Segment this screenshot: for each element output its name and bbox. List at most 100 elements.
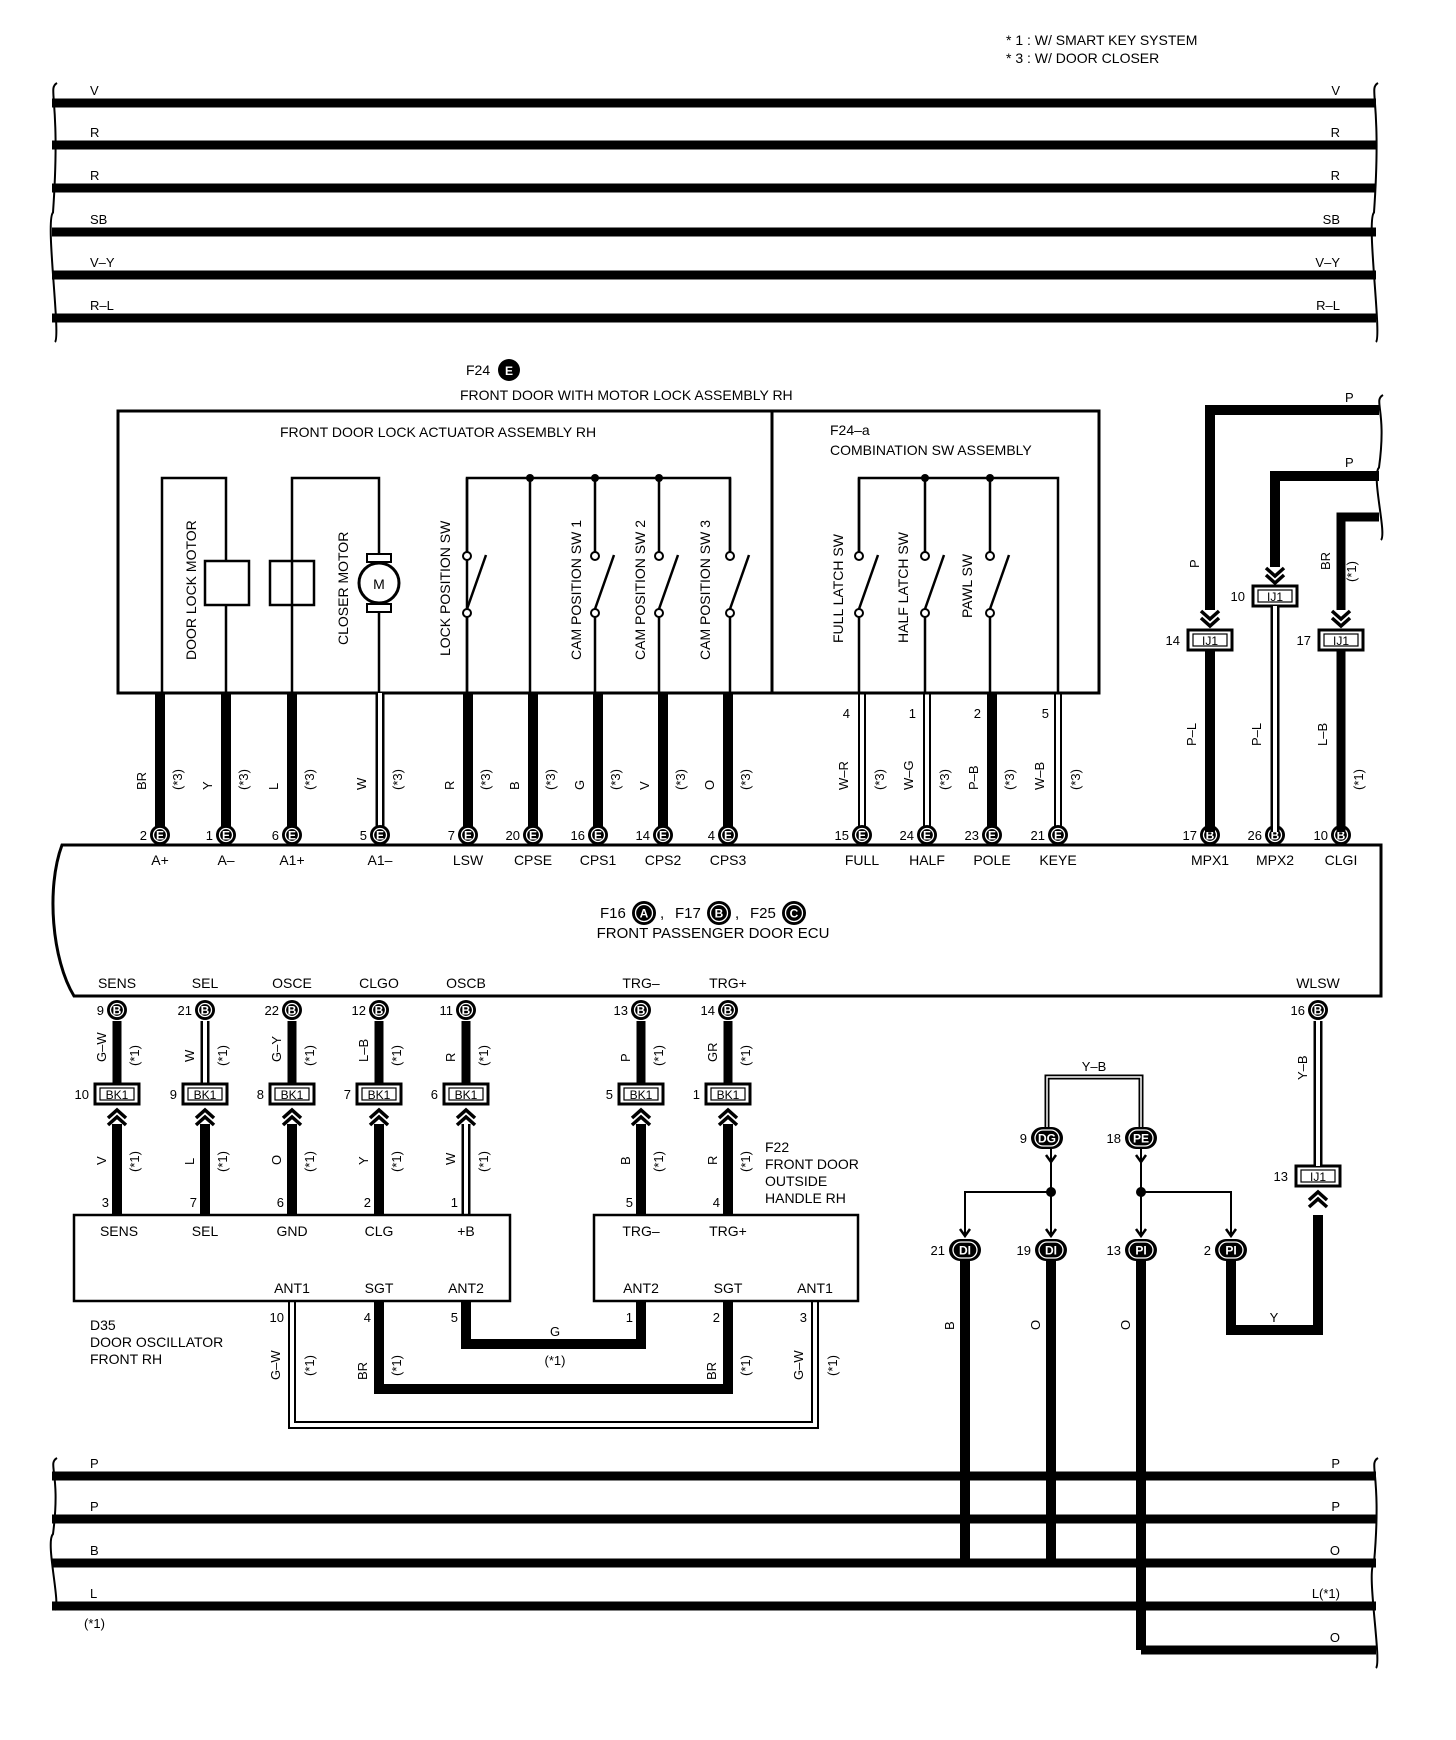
connector-letter: E [288,829,296,843]
label-pawl-sw: PAWL SW [959,553,975,618]
ant1-twisted-wire [294,1301,813,1423]
connector-badge-ring [590,827,606,843]
ecu-bottom-wire-note: (*1) [651,1045,666,1066]
combo-pin-number: 5 [1042,706,1049,721]
top-bus-left-label: R–L [90,298,114,313]
splice-arrow [958,1228,972,1239]
ecu-top-wire-color: P–B [966,765,981,790]
connector-letter: E [858,829,866,843]
switch-contact [654,551,664,561]
handle-top-pin: 5 [626,1195,633,1210]
connector-letter: E [1054,829,1062,843]
connector-badge-ring [919,827,935,843]
top-bus-left-label: V–Y [90,255,115,270]
top-bus-right-label: V–Y [1315,255,1340,270]
connector-badge-ring [1050,827,1066,843]
bk1-arrow [194,1107,216,1127]
bk1-connector [181,1082,229,1106]
ecu-top-wire-color: G [572,780,587,790]
ecu-top-wire-color: R [442,781,457,790]
notes: * 1 : W/ SMART KEY SYSTEM * 3 : W/ DOOR … [1006,32,1197,66]
handle-wire-note: (*1) [825,1355,840,1376]
handle-bottom-label: SGT [714,1280,743,1296]
bk1-wire-note: (*1) [389,1151,404,1172]
oscillator-top-pin: 6 [277,1195,284,1210]
connector-ring [1128,1129,1154,1147]
ecu-top-pin: 6 [272,828,279,843]
ecu-top-pin: 14 [636,828,650,843]
switch-contact [854,608,864,618]
ecu-top-wire-note: (*3) [236,769,251,790]
clgi-feed-wire [1336,512,1379,610]
ecu-bottom-terminals: SENSB9G–W(*1)SELB21W(*1)OSCEB22G–Y(*1)CL… [75,975,1341,1215]
splice-arrow [1134,1154,1148,1165]
ij1-13-arrow [1307,1189,1329,1209]
connector-badge-ring [460,827,476,843]
connector-letter: B [1206,829,1215,843]
dg-branch [964,1191,1051,1236]
ecu-top-terminal-label: A1+ [279,852,304,868]
combo-switch [857,554,880,610]
inline-connector-label: BK1 [455,1088,478,1102]
bk1-arrow [368,1107,390,1127]
connector-badge-ring [152,827,168,843]
ecu-top-wire-color: P–L [1184,723,1199,746]
ecu-bottom-terminal-label: OSCE [272,975,312,991]
oscillator-top-label: SEL [192,1223,219,1239]
bk1-connector [268,1082,316,1106]
inline-connector-inner [1300,1169,1336,1183]
connector-letter: DI [1045,1244,1057,1258]
ecu-top-terminal-label: CPS3 [710,852,747,868]
bk1-arrow [281,1107,303,1127]
ecu-top-wire-note: (*3) [937,769,952,790]
ecu-connector-code: F25 [750,905,776,922]
bk1-arrow [106,1107,128,1127]
inline-connector-inner [1192,633,1228,647]
inline-connector-inner [274,1087,310,1101]
pe-connector [1125,1127,1157,1149]
connector-ring [1038,1241,1064,1259]
connector-badge-ring [372,827,388,843]
ecu-bottom-pin: 12 [352,1003,366,1018]
pi1-wire-color: O [1118,1320,1133,1330]
connector-ring [1218,1241,1244,1259]
ecu-bottom-wire-color: R [443,1053,458,1062]
splice-arrow [1224,1228,1238,1239]
switch-contact [654,608,664,618]
bk1-wire-note: (*1) [302,1151,317,1172]
oscillator-top-pin: 7 [190,1195,197,1210]
wlsw-wire-color: Y–B [1295,1055,1310,1080]
connector-badge-ring [709,903,729,923]
ecu-bottom-terminal-label: WLSW [1296,975,1340,991]
oscillator-bottom-pin: 5 [451,1310,458,1325]
motor-lock-code: F24 [466,362,490,378]
connector-letter: PE [1133,1132,1149,1146]
ecu-top-wire-color: L–B [1315,723,1330,746]
connector-letter: B [715,907,724,921]
ecu-top-wire-note: (*3) [1068,769,1083,790]
right-line-label-1: P [1345,390,1354,405]
switch-contact [590,551,600,561]
bk1-wire-color: R [705,1156,720,1165]
ecu-top-wire-color: P–L [1249,723,1264,746]
oscillator-and-handle: 3SENS7SEL6GND2CLG1+B5TRG–4TRG+ANT110G–W(… [72,1139,860,1429]
oscillator-top-label: +B [457,1223,475,1239]
connector-badge-ring [284,1002,300,1018]
connector-letter: B [637,1004,646,1018]
ecu-bottom-wire-note: (*1) [476,1045,491,1066]
switch-contact [590,608,600,618]
ecu-bottom-wire-note: (*1) [215,1045,230,1066]
connector-badge-ring [984,827,1000,843]
clgi-arrow [1330,609,1352,629]
splice-arrow [1044,1154,1058,1165]
di2-wire-color: O [1028,1320,1043,1330]
y-wire-label: Y [1270,1310,1279,1325]
bottom-bus-left-label: P [90,1499,99,1514]
inline-connector-label: IJ1 [1310,1170,1326,1184]
top-bus-left-label: V [90,83,99,98]
connector-badge-ring [720,1002,736,1018]
connector-badge-ring [371,1002,387,1018]
bottom-bus-right-label: P [1331,1456,1340,1471]
